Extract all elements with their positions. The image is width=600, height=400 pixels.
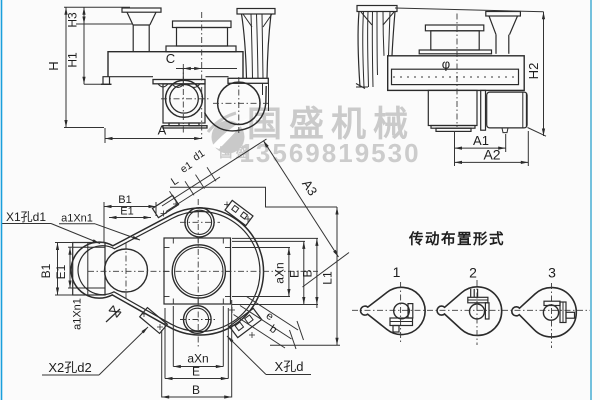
svg-text:国盛机械: 国盛机械 (247, 105, 415, 144)
svg-text:E1: E1 (54, 264, 68, 279)
svg-text:H2: H2 (526, 63, 541, 80)
svg-text:C: C (166, 51, 175, 66)
svg-text:e: e (264, 310, 276, 323)
svg-text:E1: E1 (120, 206, 133, 218)
svg-text:aXn: aXn (273, 262, 287, 283)
svg-text:a1Xn1: a1Xn1 (61, 213, 93, 225)
svg-text:b: b (267, 323, 279, 336)
svg-text:1: 1 (393, 264, 401, 280)
svg-text:传动布置形式: 传动布置形式 (408, 230, 505, 248)
svg-text:B1: B1 (118, 194, 131, 206)
svg-text:E: E (288, 270, 302, 278)
svg-text:H1: H1 (66, 52, 80, 68)
svg-text:e1: e1 (178, 159, 194, 176)
svg-text:2: 2 (469, 265, 477, 281)
svg-text:L1: L1 (321, 271, 335, 285)
svg-text:H: H (46, 61, 61, 70)
svg-text:X2孔d2: X2孔d2 (48, 360, 91, 375)
svg-text:aXn: aXn (187, 352, 208, 366)
svg-text:A3: A3 (299, 177, 320, 199)
svg-text:3: 3 (548, 265, 556, 281)
svg-text:13569819530: 13569819530 (239, 138, 420, 168)
svg-text:B1: B1 (39, 263, 53, 278)
svg-text:B: B (192, 383, 200, 397)
svg-text:X孔d: X孔d (275, 359, 304, 374)
svg-text:国 盛: 国 盛 (219, 145, 249, 160)
svg-text:A1: A1 (473, 133, 489, 148)
svg-text:A2: A2 (483, 147, 500, 163)
svg-text:X1孔d1: X1孔d1 (6, 210, 46, 224)
svg-text:a1Xn1: a1Xn1 (72, 298, 84, 330)
svg-text:B: B (301, 269, 315, 277)
svg-text:φ: φ (442, 57, 450, 72)
svg-text:d1: d1 (191, 147, 207, 164)
svg-text:H3: H3 (66, 12, 80, 28)
svg-text:L: L (169, 175, 181, 188)
svg-text:A: A (158, 123, 167, 138)
svg-text:E: E (192, 365, 200, 379)
